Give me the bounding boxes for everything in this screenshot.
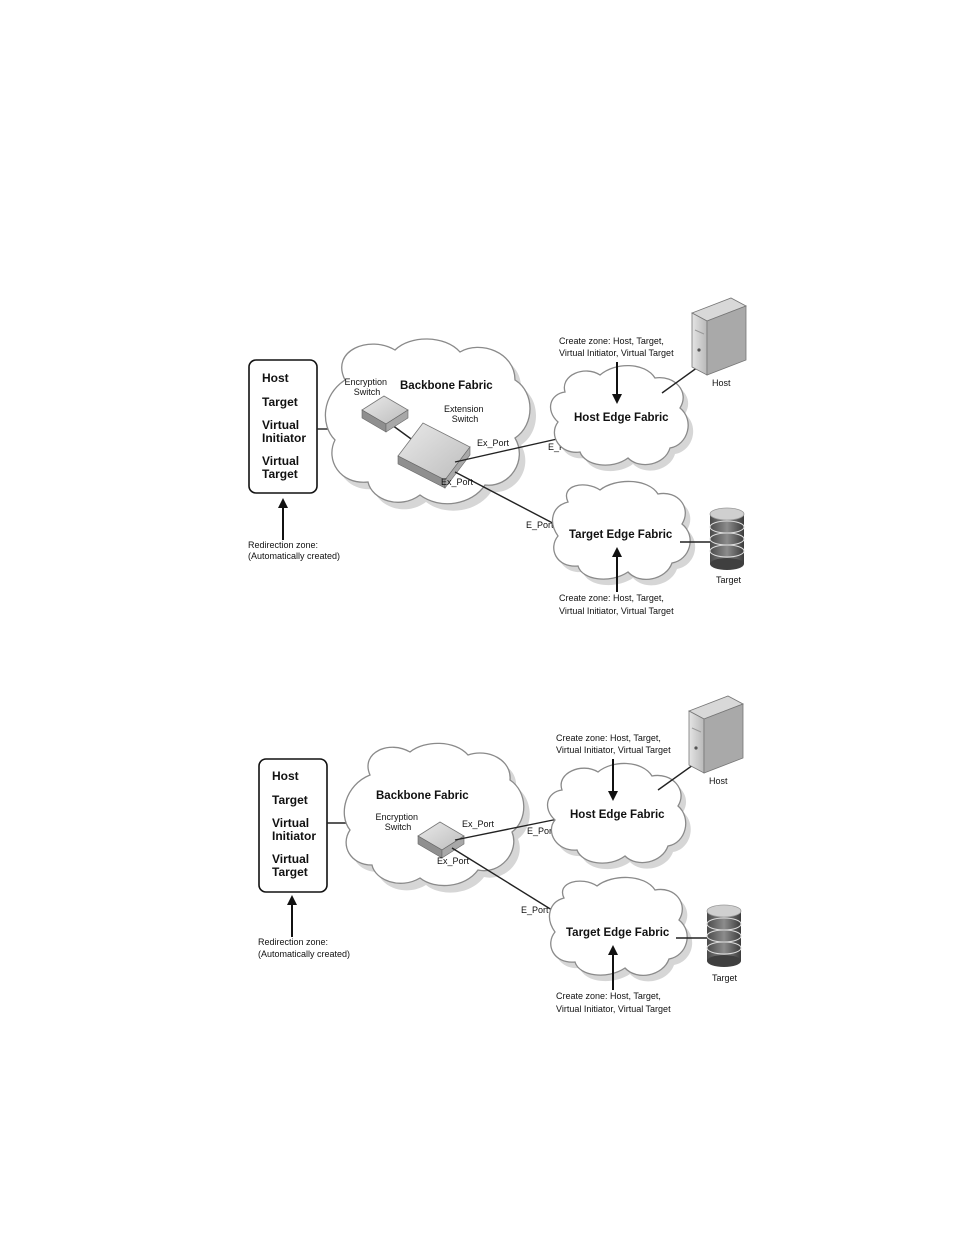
target-device-label: Target	[712, 973, 738, 983]
create-zone-target-line1: Create zone: Host, Target,	[556, 991, 661, 1001]
host-edge-fabric-cloud	[546, 762, 691, 870]
create-zone-target-line2: Virtual Initiator, Virtual Target	[559, 606, 674, 616]
e-port-target-label: E_Port	[526, 520, 554, 530]
zone-item-target: Target	[262, 395, 298, 409]
backbone-fabric-cloud	[324, 338, 536, 511]
encryption-switch-label-line: Switch	[354, 387, 381, 397]
zone-item-virtual-initiator: Virtual Initiator	[262, 418, 306, 445]
create-zone-host-line1: Create zone: Host, Target,	[556, 733, 661, 743]
extension-switch-icon	[397, 422, 471, 489]
e-port-target-label: E_Port	[521, 905, 549, 915]
ex-port-bottom-label: Ex_Port	[437, 856, 470, 866]
ex-port-bottom-label: Ex_Port	[441, 477, 474, 487]
create-zone-target-line1: Create zone: Host, Target,	[559, 593, 664, 603]
encryption-switch-label: Encryption Switch	[375, 812, 420, 832]
redirection-caption-line2: (Automatically created)	[258, 949, 350, 959]
target-device-label: Target	[716, 575, 742, 585]
zone-item-virtual-target-line: Target	[272, 865, 308, 879]
ex-port-top-label: Ex_Port	[462, 819, 495, 829]
link-to-target-edge	[454, 471, 567, 531]
host-edge-fabric-label: Host Edge Fabric	[570, 809, 665, 821]
zone-item-host: Host	[262, 371, 289, 385]
zone-item-host: Host	[272, 769, 299, 783]
zone-item-virtual-target-line: Virtual	[272, 852, 309, 866]
backbone-fabric-label: Backbone Fabric	[376, 790, 469, 802]
create-zone-target-line2: Virtual Initiator, Virtual Target	[556, 1004, 671, 1014]
zone-list-box: Host Target Virtual Initiator Virtual Ta…	[248, 359, 318, 494]
link-to-host-edge	[454, 436, 567, 463]
zone-item-virtual-target-line: Target	[262, 467, 298, 481]
zone-item-virtual-initiator-line: Virtual	[272, 816, 309, 830]
zone-list-box: Host Target Virtual Initiator Virtual Ta…	[258, 758, 328, 893]
link-to-target-edge	[451, 847, 561, 916]
target-storage-icon	[706, 904, 742, 967]
diagram-2: Host Target Virtual Initiator Virtual Ta…	[258, 695, 744, 1014]
zone-item-virtual-initiator: Virtual Initiator	[272, 816, 316, 843]
encryption-switch-label-line: Switch	[385, 822, 412, 832]
host-server-icon	[691, 297, 747, 376]
target-edge-fabric-cloud	[551, 480, 696, 586]
zone-item-virtual-initiator-line: Initiator	[272, 829, 316, 843]
backbone-fabric-cloud	[343, 742, 530, 893]
host-device-label: Host	[712, 378, 731, 388]
encryption-switch-icon	[417, 821, 465, 859]
encryption-switch-label-line: Encryption	[375, 812, 418, 822]
zone-item-target: Target	[272, 793, 308, 807]
target-edge-fabric-cloud	[548, 876, 693, 982]
diagram-1: Host Target Virtual Initiator Virtual Ta…	[248, 297, 747, 616]
redirection-caption-line2: (Automatically created)	[248, 551, 340, 561]
redirection-caption-line1: Redirection zone:	[248, 540, 318, 550]
encryption-switch-label-line: Encryption	[344, 377, 387, 387]
host-edge-fabric-cloud	[549, 364, 694, 472]
host-server-icon	[688, 695, 744, 774]
extension-switch-label: Extension Switch	[444, 404, 486, 424]
zone-item-virtual-target: Virtual Target	[272, 852, 312, 879]
zone-item-virtual-initiator-line: Initiator	[262, 431, 306, 445]
e-port-host-label: E_Port	[527, 826, 555, 836]
zone-item-virtual-target: Virtual Target	[262, 454, 302, 481]
zone-item-virtual-initiator-line: Virtual	[262, 418, 299, 432]
target-edge-fabric-label: Target Edge Fabric	[566, 927, 670, 939]
redirection-caption-line1: Redirection zone:	[258, 937, 328, 947]
ex-port-top-label: Ex_Port	[477, 438, 510, 448]
extension-switch-label-line: Switch	[452, 414, 479, 424]
host-device-label: Host	[709, 776, 728, 786]
target-edge-fabric-label: Target Edge Fabric	[569, 529, 673, 541]
extension-switch-label-line: Extension	[444, 404, 484, 414]
encryption-switch-label: Encryption Switch	[344, 377, 389, 397]
host-edge-fabric-label: Host Edge Fabric	[574, 412, 669, 424]
zone-item-virtual-target-line: Virtual	[262, 454, 299, 468]
target-storage-icon	[709, 507, 745, 570]
backbone-fabric-label: Backbone Fabric	[400, 380, 493, 392]
create-zone-host-line2: Virtual Initiator, Virtual Target	[556, 745, 671, 755]
encryption-switch-icon	[361, 395, 409, 433]
create-zone-host-line1: Create zone: Host, Target,	[559, 336, 664, 346]
create-zone-host-line2: Virtual Initiator, Virtual Target	[559, 348, 674, 358]
link-to-host-edge	[454, 817, 564, 841]
